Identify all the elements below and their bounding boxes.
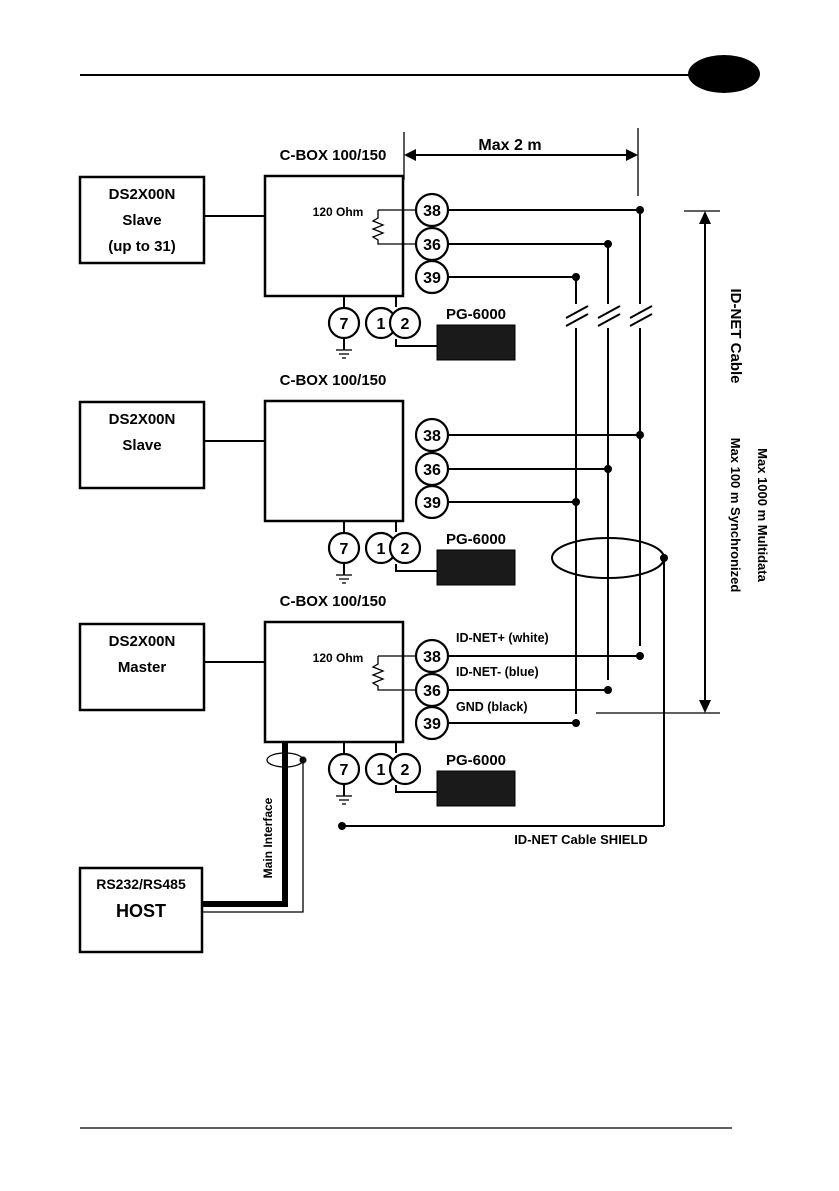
terminal-number: 2 bbox=[401, 316, 410, 333]
terminal-number: 38 bbox=[423, 203, 441, 220]
terminal-2 bbox=[388, 531, 422, 565]
host-label: HOST bbox=[116, 901, 166, 921]
id-net-bus: ID-NET Cable SHIELD bbox=[338, 210, 668, 847]
terminal-38 bbox=[414, 417, 450, 453]
terminal-7 bbox=[327, 531, 361, 565]
terminal-number: 39 bbox=[423, 716, 441, 733]
terminal-number: 39 bbox=[423, 270, 441, 287]
terminal-number: 36 bbox=[423, 237, 441, 254]
wire-label-gnd: GND (black) bbox=[456, 700, 528, 714]
cbox-rect bbox=[263, 399, 405, 523]
pg-label: PG-6000 bbox=[446, 531, 506, 548]
cbox-rect bbox=[263, 174, 405, 298]
device-label: DS2X00N bbox=[109, 186, 176, 203]
terminal-number: 1 bbox=[377, 541, 386, 558]
device-label: (up to 31) bbox=[108, 238, 176, 255]
device-label: Master bbox=[118, 659, 167, 676]
terminal-number: 1 bbox=[377, 762, 386, 779]
device-label: Slave bbox=[122, 212, 161, 229]
device-box bbox=[78, 175, 206, 265]
resistor-label: 120 Ohm bbox=[313, 651, 364, 665]
terminal-number: 36 bbox=[423, 683, 441, 700]
host-block: RS232/RS485 HOST Main Interface bbox=[78, 743, 307, 954]
cbox-title: C-BOX 100/150 bbox=[280, 593, 387, 610]
terminal-number: 2 bbox=[401, 762, 410, 779]
pg-label: PG-6000 bbox=[446, 306, 506, 323]
terminal-number: 2 bbox=[401, 541, 410, 558]
terminal-39 bbox=[414, 259, 450, 295]
main-interface-label: Main Interface bbox=[261, 797, 275, 878]
max-2m-label: Max 2 m bbox=[478, 137, 541, 154]
pg-6000-unit bbox=[436, 770, 516, 807]
terminal-2 bbox=[388, 306, 422, 340]
pg-6000-unit bbox=[436, 324, 516, 361]
device-label: DS2X00N bbox=[109, 411, 176, 428]
terminal-number: 39 bbox=[423, 495, 441, 512]
max-1000m-label: Max 1000 m Multidata bbox=[755, 448, 770, 582]
wire-label-plus: ID-NET+ (white) bbox=[456, 631, 549, 645]
resistor-label: 120 Ohm bbox=[313, 205, 364, 219]
id-net-cable-label: ID-NET Cable bbox=[727, 288, 744, 383]
chapter-tab bbox=[688, 55, 760, 93]
host-interface-label: RS232/RS485 bbox=[96, 876, 186, 892]
cbox-title: C-BOX 100/150 bbox=[280, 147, 387, 164]
terminal-number: 7 bbox=[340, 541, 349, 558]
terminal-number: 36 bbox=[423, 462, 441, 479]
cbox-rect bbox=[263, 620, 405, 744]
terminal-number: 1 bbox=[377, 316, 386, 333]
terminal-39 bbox=[414, 705, 450, 741]
device-label: Slave bbox=[122, 437, 161, 454]
terminal-39 bbox=[414, 484, 450, 520]
terminal-number: 7 bbox=[340, 316, 349, 333]
max-100m-label: Max 100 m Synchronized bbox=[728, 438, 743, 593]
pg-6000-unit bbox=[436, 549, 516, 586]
device-box bbox=[78, 622, 206, 712]
terminal-7 bbox=[327, 306, 361, 340]
cbox-title: C-BOX 100/150 bbox=[280, 372, 387, 389]
device-label: DS2X00N bbox=[109, 633, 176, 650]
max-2m-dimension: Max 2 m bbox=[403, 128, 639, 196]
terminal-number: 38 bbox=[423, 649, 441, 666]
terminal-number: 7 bbox=[340, 762, 349, 779]
pg-label: PG-6000 bbox=[446, 752, 506, 769]
terminal-7 bbox=[327, 752, 361, 786]
wire-label-minus: ID-NET- (blue) bbox=[456, 665, 539, 679]
terminal-2 bbox=[388, 752, 422, 786]
device-box bbox=[78, 400, 206, 490]
cable-length-dimension: ID-NET Cable Max 1000 m Multidata Max 10… bbox=[596, 210, 770, 714]
shield-label: ID-NET Cable SHIELD bbox=[514, 832, 648, 847]
terminal-number: 38 bbox=[423, 428, 441, 445]
